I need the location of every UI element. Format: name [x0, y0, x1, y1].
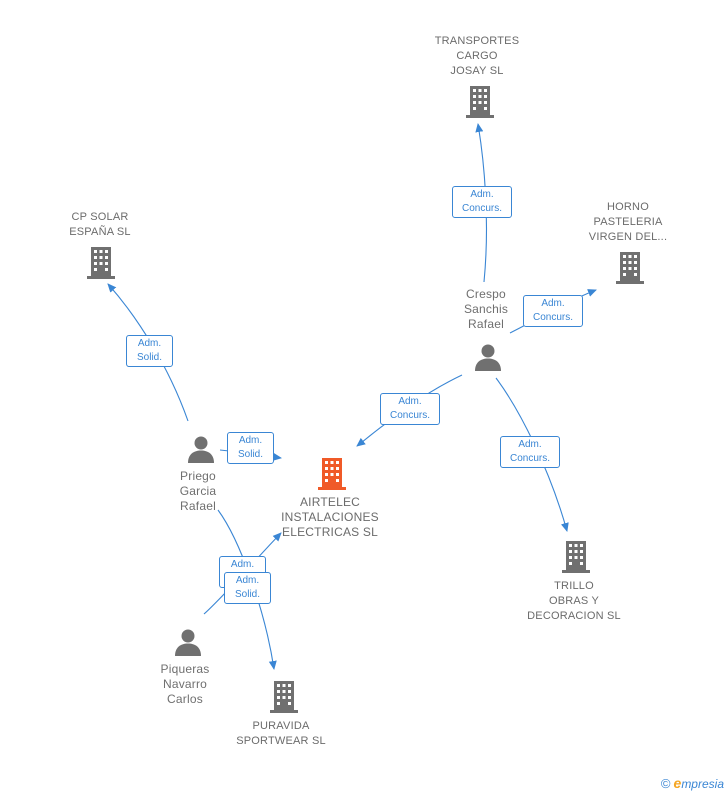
- person-icon[interactable]: [473, 342, 503, 372]
- node-label-priego[interactable]: Priego Garcia Rafael: [179, 469, 217, 513]
- node-label-cpsolar[interactable]: CP SOLAR ESPAÑA SL: [69, 211, 131, 238]
- brand-name: mpresia: [681, 777, 724, 791]
- node-label-trillo[interactable]: TRILLO OBRAS Y DECORACION SL: [527, 580, 621, 622]
- edge-label-crespo-airtelec[interactable]: Adm. Concurs.: [380, 393, 440, 425]
- node-label-crespo[interactable]: Crespo Sanchis Rafael: [463, 287, 509, 331]
- copyright-symbol: ©: [660, 776, 671, 791]
- node-label-puravida[interactable]: PURAVIDA SPORTWEAR SL: [236, 720, 326, 747]
- edge-label-priego-puravida[interactable]: Adm. Solid.: [224, 572, 271, 604]
- empresia-watermark[interactable]: ©empresia: [661, 775, 724, 791]
- edge-label-crespo-horno[interactable]: Adm. Concurs.: [523, 295, 583, 327]
- node-label-piqueras[interactable]: Piqueras Navarro Carlos: [160, 662, 210, 706]
- building-icon[interactable]: [464, 85, 496, 119]
- edge-label-priego-airtelec[interactable]: Adm. Solid.: [227, 432, 274, 464]
- person-icon[interactable]: [173, 627, 203, 657]
- edge-label-priego-cpsolar[interactable]: Adm. Solid.: [126, 335, 173, 367]
- node-label-horno[interactable]: HORNO PASTELERIA VIRGEN DEL...: [588, 201, 668, 243]
- building-icon[interactable]: [85, 246, 117, 280]
- building-icon[interactable]: [614, 251, 646, 285]
- building-icon[interactable]: [560, 540, 592, 574]
- node-label-transportes[interactable]: TRANSPORTES CARGO JOSAY SL: [434, 35, 520, 77]
- edge-label-crespo-trillo[interactable]: Adm. Concurs.: [500, 436, 560, 468]
- person-icon[interactable]: [186, 434, 216, 464]
- building-icon[interactable]: [268, 680, 300, 714]
- building-icon-highlight[interactable]: [316, 457, 348, 491]
- node-label-airtelec[interactable]: AIRTELEC INSTALACIONES ELECTRICAS SL: [281, 495, 379, 539]
- edge-label-crespo-transportes[interactable]: Adm. Concurs.: [452, 186, 512, 218]
- brand-initial: e: [673, 775, 682, 791]
